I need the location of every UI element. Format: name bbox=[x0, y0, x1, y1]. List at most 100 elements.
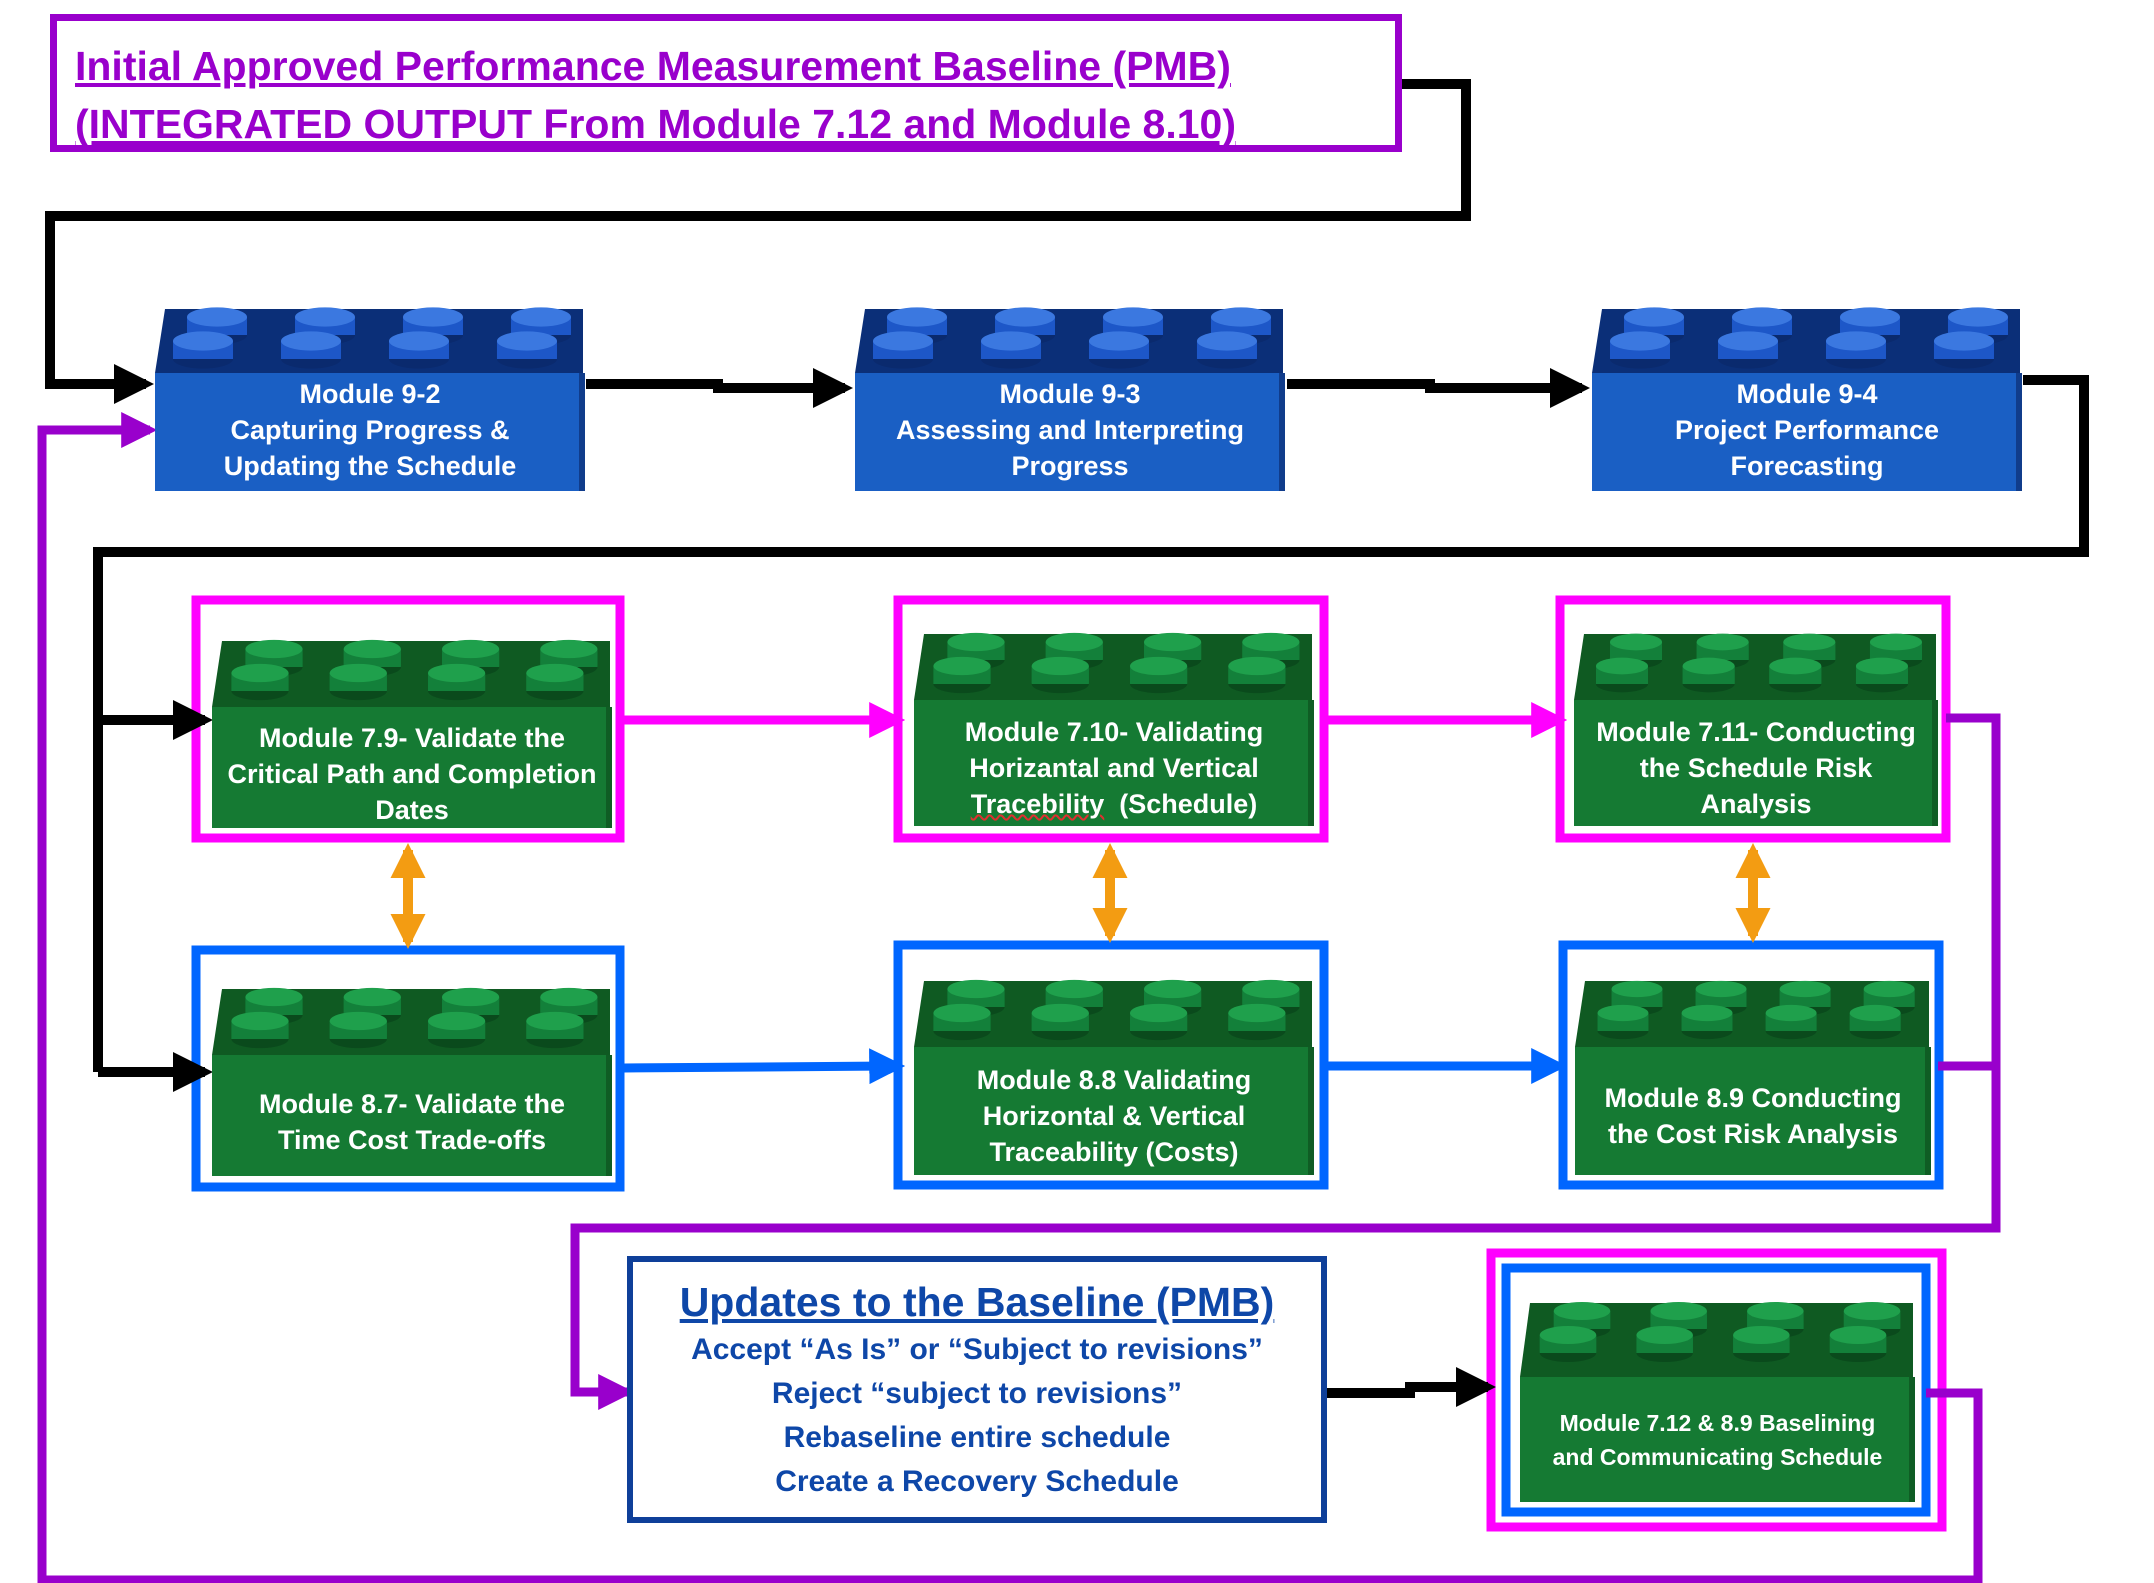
module-9-3-brick bbox=[855, 307, 1285, 491]
brick-stud-top bbox=[442, 987, 500, 1007]
module-8-9-brick bbox=[1575, 980, 1931, 1175]
brick-stud-top bbox=[329, 1011, 387, 1031]
brick-front bbox=[1574, 700, 1938, 826]
module-label-line: Forecasting bbox=[1730, 451, 1884, 481]
brick-top bbox=[855, 309, 1283, 373]
brick-stud-top bbox=[510, 307, 571, 327]
brick-stud-top bbox=[1597, 1004, 1649, 1022]
misspelling-underline: Tracebility bbox=[970, 789, 1105, 819]
module-label-line: the Cost Risk Analysis bbox=[1607, 1119, 1899, 1149]
brick-top bbox=[1575, 981, 1929, 1047]
brick-stud-top bbox=[1610, 633, 1662, 651]
brick-side bbox=[606, 1055, 612, 1176]
brick-stud-top bbox=[1196, 331, 1257, 351]
module-label-line: Module 7.9- Validate the bbox=[258, 723, 566, 753]
brick-front bbox=[855, 373, 1285, 491]
module-label-line: Module 7.12 & 8.9 Baselining bbox=[1559, 1410, 1876, 1436]
module-label-line: Module 8.7- Validate the bbox=[258, 1089, 566, 1119]
brick-stud-top bbox=[1144, 979, 1202, 999]
brick-stud-top bbox=[187, 307, 247, 327]
module-label-line: and Communicating Schedule bbox=[1552, 1444, 1883, 1470]
brick-stud-top bbox=[343, 987, 401, 1007]
brick-stud-top bbox=[1242, 632, 1300, 652]
module-7-10-label: Module 7.10- Validating Horizantal and V… bbox=[914, 712, 1314, 824]
connector-risk-to-updates bbox=[570, 713, 2001, 1410]
connector-m87-to-m88 bbox=[623, 1048, 906, 1085]
brick-side bbox=[579, 373, 585, 491]
brick-stud-top bbox=[1228, 656, 1286, 676]
brick-stud-top bbox=[1947, 307, 2008, 327]
module-8-9-label: Module 8.9 Conducting the Cost Risk Anal… bbox=[1575, 1058, 1931, 1174]
brick-stud-top bbox=[980, 331, 1041, 351]
updates-item: Rebaseline entire schedule bbox=[783, 1421, 1171, 1454]
brick-stud-top bbox=[526, 1011, 584, 1031]
brick-front bbox=[1575, 1047, 1931, 1175]
module-label-line: Time Cost Trade-offs bbox=[277, 1125, 547, 1155]
brick-stud-top bbox=[1130, 1003, 1188, 1023]
module-9-3-label: Module 9-3 Assessing and Interpreting Pr… bbox=[855, 372, 1285, 488]
brick-stud-top bbox=[526, 663, 584, 683]
connector-m94-to-row bbox=[93, 375, 2089, 1072]
brick-stud-top bbox=[1681, 1004, 1733, 1022]
brick-stud-top bbox=[173, 331, 233, 351]
brick-stud-top bbox=[245, 987, 303, 1007]
updates-to-baseline-box: Updates to the Baseline (PMB) Accept “As… bbox=[627, 1256, 1327, 1523]
module-label-line: Tracebility (Schedule) bbox=[971, 786, 1258, 822]
module-label-line: Analysis bbox=[1700, 789, 1812, 819]
brick-stud-top bbox=[1843, 1301, 1901, 1321]
brick-stud-top bbox=[442, 639, 500, 659]
brick-stud-top bbox=[1102, 307, 1163, 327]
brick-stud-top bbox=[1210, 307, 1271, 327]
brick-stud-top bbox=[933, 1003, 991, 1023]
brick-stud-top bbox=[1611, 980, 1663, 998]
connector-title-to-m92 bbox=[45, 79, 1471, 404]
brick-stud-top bbox=[1031, 656, 1089, 676]
module-8-8-brick bbox=[914, 979, 1314, 1175]
brick-stud-top bbox=[1045, 632, 1103, 652]
brick-front bbox=[1592, 373, 2022, 491]
connector-m92-to-m93 bbox=[586, 368, 853, 408]
module-7-12-label: Module 7.12 & 8.9 Baselining and Communi… bbox=[1520, 1380, 1915, 1500]
module-9-2-label: Module 9-2 Capturing Progress & Updating… bbox=[155, 372, 585, 488]
updates-item: Accept “As Is” or “Subject to revisions” bbox=[691, 1333, 1263, 1366]
brick-stud-top bbox=[1539, 1325, 1597, 1345]
module-9-2-brick bbox=[155, 307, 585, 491]
brick-stud-top bbox=[1144, 632, 1202, 652]
brick-stud-top bbox=[496, 331, 557, 351]
brick-side bbox=[2016, 373, 2022, 491]
module-label-line: Updating the Schedule bbox=[223, 451, 517, 481]
brick-stud-top bbox=[1031, 1003, 1089, 1023]
brick-stud-top bbox=[388, 331, 449, 351]
module-7-9-brick bbox=[212, 639, 612, 828]
brick-stud-top bbox=[402, 307, 463, 327]
brick-stud-top bbox=[933, 656, 991, 676]
brick-stud-top bbox=[887, 307, 947, 327]
brick-stud-top bbox=[947, 632, 1005, 652]
brick-stud-top bbox=[1636, 1325, 1693, 1345]
brick-stud-top bbox=[1855, 657, 1908, 675]
module-7-12-brick bbox=[1520, 1301, 1915, 1502]
brick-stud-top bbox=[1228, 1003, 1286, 1023]
brick-top bbox=[1592, 309, 2020, 373]
brick-stud-top bbox=[540, 639, 598, 659]
brick-stud-top bbox=[1839, 307, 1900, 327]
brick-stud-top bbox=[1717, 331, 1778, 351]
brick-top bbox=[1520, 1303, 1913, 1377]
module-9-4-label: Module 9-4 Project Performance Forecasti… bbox=[1592, 372, 2022, 488]
module-8-7-brick bbox=[212, 987, 612, 1176]
brick-stud-top bbox=[1825, 331, 1886, 351]
brick-stud-top bbox=[1863, 980, 1915, 998]
brick-stud-top bbox=[1624, 307, 1684, 327]
brick-stud-top bbox=[1769, 657, 1822, 675]
module-label-line: the Schedule Risk bbox=[1639, 753, 1873, 783]
brick-stud-top bbox=[1045, 979, 1103, 999]
module-label-line: Module 9-4 bbox=[1736, 379, 1878, 409]
brick-front bbox=[914, 700, 1314, 826]
connector-updates-to-m712 bbox=[1327, 1367, 1496, 1407]
module-label-line: Module 8.8 Validating bbox=[976, 1065, 1252, 1095]
brick-stud-top bbox=[1783, 633, 1836, 651]
brick-stud-top bbox=[428, 663, 486, 683]
brick-stud-top bbox=[1731, 307, 1792, 327]
